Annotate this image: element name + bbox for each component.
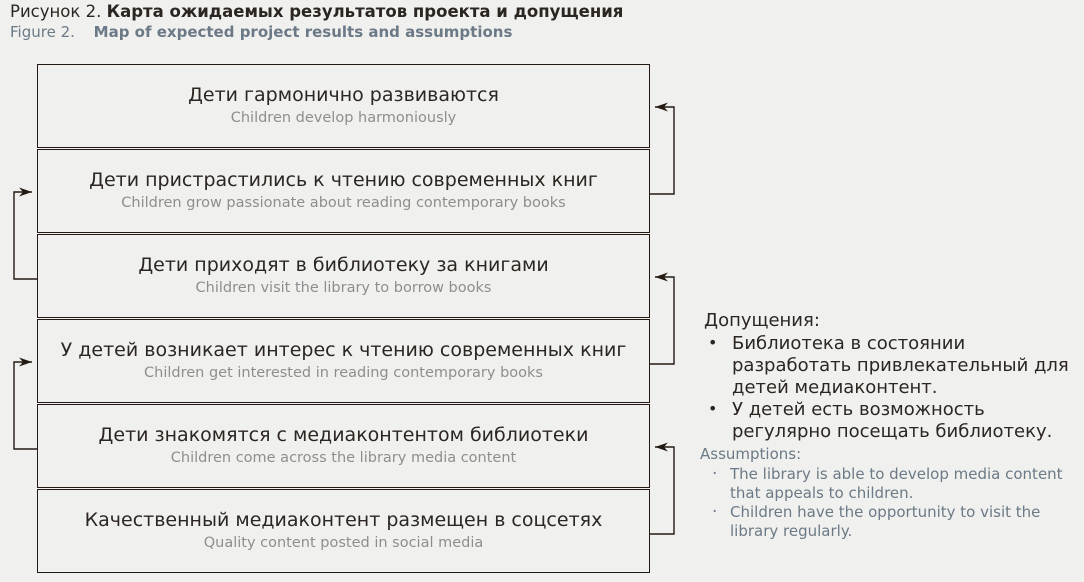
- result-box-4-english: Children get interested in reading conte…: [144, 364, 543, 381]
- caption-english-title: Map of expected project results and assu…: [93, 22, 513, 41]
- result-box-1-english: Children develop harmoniously: [230, 109, 457, 126]
- result-box-5-english: Children come across the library media c…: [170, 449, 517, 466]
- assumption-item-ru-2: У детей есть возможность регулярно посещ…: [700, 399, 1080, 443]
- result-box-4: У детей возникает интерес к чтению совре…: [37, 319, 650, 403]
- result-box-5-russian: Дети знакомятся с медиаконтентом библиот…: [98, 424, 589, 447]
- result-box-6-russian: Качественный медиаконтент размещен в соц…: [84, 509, 603, 532]
- connector-box3-to-box2: [13, 187, 37, 280]
- caption-english-number: Figure 2.: [10, 22, 75, 41]
- connector-box6-to-box5: [650, 442, 675, 535]
- assumption-item-en-2: Children have the opportunity to visit t…: [700, 502, 1080, 541]
- caption-russian: Рисунок 2. Карта ожидаемых результатов п…: [10, 2, 710, 23]
- figure-caption: Рисунок 2. Карта ожидаемых результатов п…: [10, 2, 710, 41]
- caption-russian-number: Рисунок 2.: [10, 2, 102, 21]
- result-box-1: Дети гармонично развиваются Children dev…: [37, 64, 650, 148]
- result-box-4-russian: У детей возникает интерес к чтению совре…: [60, 339, 627, 362]
- result-box-6: Качественный медиаконтент размещен в соц…: [37, 489, 650, 573]
- result-box-2-english: Children grow passionate about reading c…: [121, 194, 566, 211]
- result-box-2: Дети пристрастились к чтению современных…: [37, 149, 650, 233]
- connector-box5-to-box4: [13, 357, 37, 450]
- connector-box2-to-box1: [650, 102, 675, 195]
- assumptions-heading-russian: Допущения:: [704, 310, 820, 331]
- result-box-3: Дети приходят в библиотеку за книгами Ch…: [37, 234, 650, 318]
- caption-english: Figure 2. Map of expected project result…: [10, 23, 710, 42]
- result-box-3-english: Children visit the library to borrow boo…: [195, 279, 492, 296]
- assumption-item-ru-1: Библиотека в состоянии разработать привл…: [700, 333, 1080, 399]
- result-box-2-russian: Дети пристрастились к чтению современных…: [89, 169, 598, 192]
- caption-russian-title: Карта ожидаемых результатов проекта и до…: [106, 2, 624, 21]
- assumptions-list-english: The library is able to develop media con…: [700, 464, 1080, 542]
- connector-box4-to-box3: [650, 272, 675, 365]
- assumptions-heading-english: Assumptions:: [700, 445, 802, 464]
- assumptions-panel: Допущения: Библиотека в состоянии разраб…: [700, 310, 1080, 541]
- result-box-5: Дети знакомятся с медиаконтентом библиот…: [37, 404, 650, 488]
- assumption-item-en-1: The library is able to develop media con…: [700, 464, 1080, 503]
- result-box-1-russian: Дети гармонично развиваются: [188, 84, 499, 107]
- assumptions-list-russian: Библиотека в состоянии разработать привл…: [700, 333, 1080, 444]
- result-box-6-english: Quality content posted in social media: [203, 534, 484, 551]
- result-box-3-russian: Дети приходят в библиотеку за книгами: [138, 254, 549, 277]
